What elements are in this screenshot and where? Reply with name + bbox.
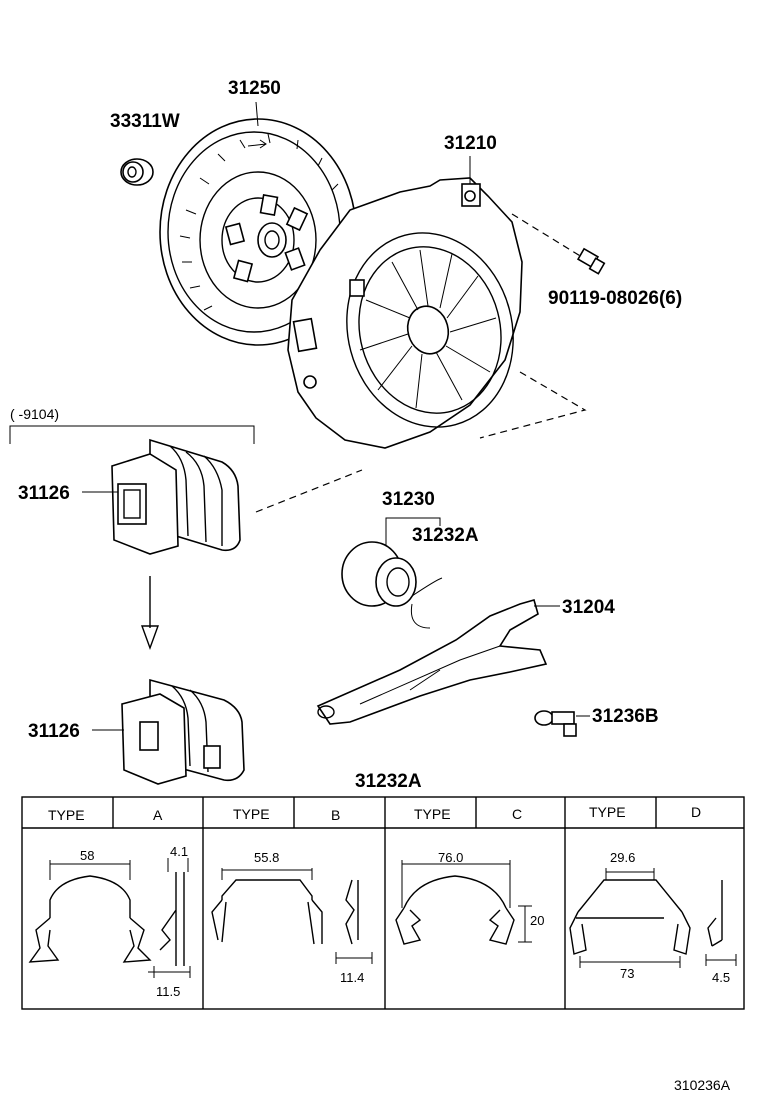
fork-support-drawing [534, 710, 590, 737]
release-fork-drawing [316, 599, 560, 725]
release-bearing-label: 31230 [382, 489, 435, 510]
fork-boot-lower-drawing [92, 678, 245, 785]
fork-boot-upper-label: 31126 [18, 483, 70, 504]
type-d-bottom-width: 73 [620, 966, 634, 981]
type-d-label: D [691, 804, 701, 820]
date-range-label: ( -9104) [10, 406, 59, 422]
release-bearing-bracket [385, 517, 441, 548]
pilot-bearing-label: 33311W [110, 111, 180, 132]
type-b-height: 11.4 [340, 970, 364, 985]
boot-assembly-dash [255, 469, 363, 513]
clutch-cover-label: 31210 [444, 133, 497, 154]
clip-type-a-drawing [28, 858, 191, 978]
type-header-a: TYPE [48, 807, 85, 823]
type-header-d: TYPE [589, 804, 626, 820]
type-b-width: 55.8 [254, 850, 279, 865]
clip-type-d-drawing [569, 868, 737, 968]
release-fork-label: 31204 [562, 597, 615, 618]
cover-bolt-label: 90119-08026(6) [548, 288, 682, 309]
type-d-top-width: 29.6 [610, 850, 635, 865]
type-header-b: TYPE [233, 806, 270, 822]
type-c-width: 76.0 [438, 850, 463, 865]
bolt-leader-dash [511, 213, 591, 263]
cover-bolt-drawing [576, 247, 606, 275]
cover-assembly-dash [479, 371, 587, 439]
fork-boot-upper-drawing [82, 438, 241, 555]
down-arrow-icon [141, 576, 159, 651]
type-d-height: 4.5 [712, 970, 730, 985]
fork-boot-lower-label: 31126 [28, 721, 80, 742]
type-a-height: 11.5 [156, 984, 180, 999]
bearing-clip-label: 31232A [412, 525, 479, 546]
type-c-height: 20 [530, 913, 544, 928]
clip-table [21, 796, 745, 1010]
clip-table-title: 31232A [355, 771, 422, 792]
type-header-c: TYPE [414, 806, 451, 822]
type-a-label: A [153, 807, 163, 823]
type-c-label: C [512, 806, 522, 822]
type-a-thickness: 4.1 [170, 844, 188, 859]
release-bearing-drawing [341, 541, 443, 629]
date-range-bracket [9, 425, 255, 444]
illustration-code: 310236A [674, 1077, 731, 1093]
clutch-cover-drawing [287, 156, 523, 449]
clutch-disc-label: 31250 [228, 78, 281, 99]
pilot-bearing-drawing [120, 158, 154, 186]
fork-support-label: 31236B [592, 706, 659, 727]
type-b-label: B [331, 807, 340, 823]
clip-type-c-drawing [395, 860, 532, 945]
type-a-width: 58 [80, 848, 94, 863]
clip-type-b-drawing [211, 868, 373, 964]
